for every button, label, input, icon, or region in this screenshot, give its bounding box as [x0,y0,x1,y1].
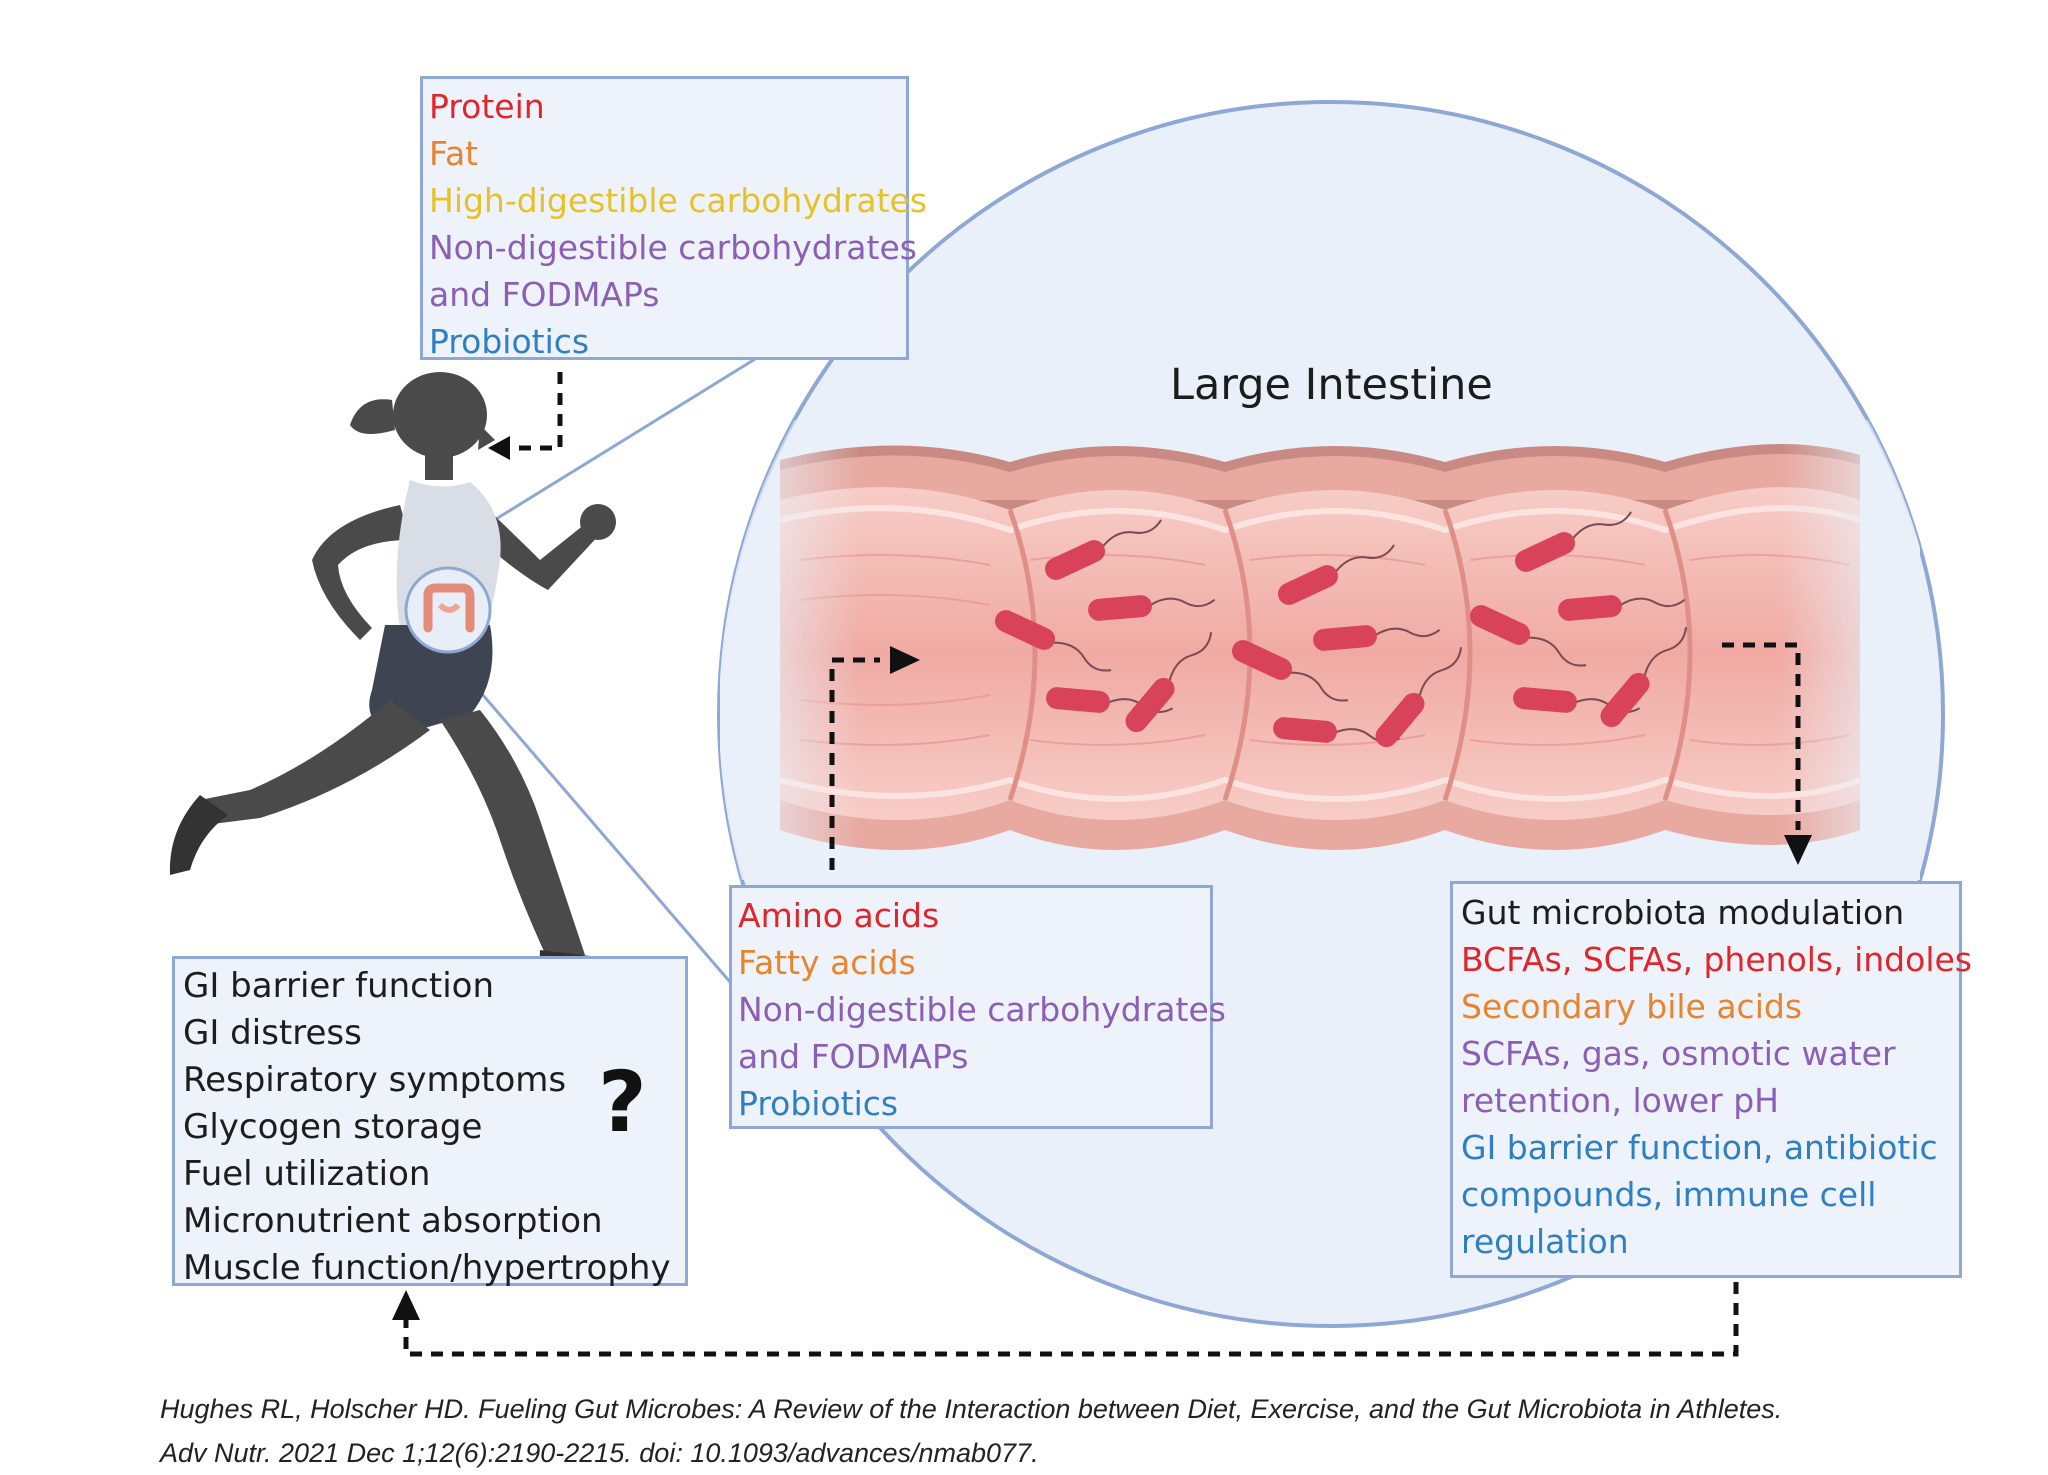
bacterium [1044,519,1162,580]
outcome-protein-metabolites: BCFAs, SCFAs, phenols, indoles [1461,940,1972,979]
bacterium [1313,625,1441,651]
bacteria-group [994,511,1688,748]
bacterium [1277,544,1395,605]
athlete-glycogen: Glycogen storage [183,1107,483,1147]
outcome-probiotic-effects-2: compounds, immune cell [1461,1175,1877,1214]
diet-fodmaps: and FODMAPs [429,275,660,314]
diet-to-mouth-arrow [505,372,563,451]
bacterium [1088,595,1216,621]
colon-output-arrowhead [1784,835,1812,865]
diet-to-mouth-arrowhead [488,436,510,460]
outcome-carb-metabolites-1: SCFAs, gas, osmotic water [1461,1034,1896,1073]
citation-line-2: Adv Nutr. 2021 Dec 1;12(6):2190-2215. do… [160,1438,1039,1468]
feedback-loop-arrowhead [392,1290,420,1320]
organ-title: Large Intestine [1170,360,1493,410]
bacterium [1125,632,1213,733]
diet-probiotics: Probiotics [429,322,590,361]
colon-non-digestible-carbs: Non-digestible carbohydrates [738,990,1226,1029]
diet-non-digestible-carbs: Non-digestible carbohydrates [429,228,917,267]
athlete-gi-distress: GI distress [183,1013,362,1053]
athlete-respiratory: Respiratory symptoms [183,1060,567,1100]
diet-fat: Fat [429,134,479,173]
outcome-bile-acids: Secondary bile acids [1461,987,1803,1026]
colon-fodmaps: and FODMAPs [738,1037,969,1076]
athlete-outcomes-box: GI barrier function GI distress Respirat… [172,956,688,1288]
colon-fatty-acids: Fatty acids [738,943,916,982]
microbial-outcomes-box: Gut microbiota modulation BCFAs, SCFAs, … [1450,881,1972,1278]
athlete-micronutrient: Micronutrient absorption [183,1201,603,1241]
colon-input-arrow [829,657,880,870]
colon-probiotics: Probiotics [738,1084,899,1123]
feedback-loop-arrow [403,1282,1739,1357]
bacterium [1469,605,1587,667]
outcome-probiotic-effects-3: regulation [1461,1222,1629,1261]
bacterium [1514,511,1632,572]
outcome-modulation: Gut microbiota modulation [1461,893,1905,932]
question-mark: ? [598,1053,647,1151]
magnifier-line-bottom [468,679,732,983]
bacterium [1558,595,1686,621]
citation: Hughes RL, Holscher HD. Fueling Gut Micr… [160,1387,1782,1475]
athlete-fuel: Fuel utilization [183,1154,431,1194]
diet-high-digestible-carbs: High-digestible carbohydrates [429,181,928,220]
runner-figure [169,372,643,995]
outcome-probiotic-effects-1: GI barrier function, antibiotic [1461,1128,1938,1167]
bacterium [1375,647,1463,748]
colon-substrates-box: Amino acids Fatty acids Non-digestible c… [729,885,1226,1129]
colon-input-arrowhead [890,646,920,674]
colon-amino-acids: Amino acids [738,896,940,935]
bacterium [994,610,1112,672]
bacterium [1231,640,1349,702]
bacterium [1600,627,1688,728]
diet-protein: Protein [429,87,545,126]
athlete-muscle: Muscle function/hypertrophy [183,1248,671,1288]
athlete-gi-barrier: GI barrier function [183,966,494,1006]
citation-line-1: Hughes RL, Holscher HD. Fueling Gut Micr… [160,1394,1783,1424]
colon-icon [423,583,475,633]
colon-output-arrow [1722,642,1801,830]
outcome-carb-metabolites-2: retention, lower pH [1461,1081,1779,1120]
diet-inputs-box: Protein Fat High-digestible carbohydrate… [420,76,928,361]
